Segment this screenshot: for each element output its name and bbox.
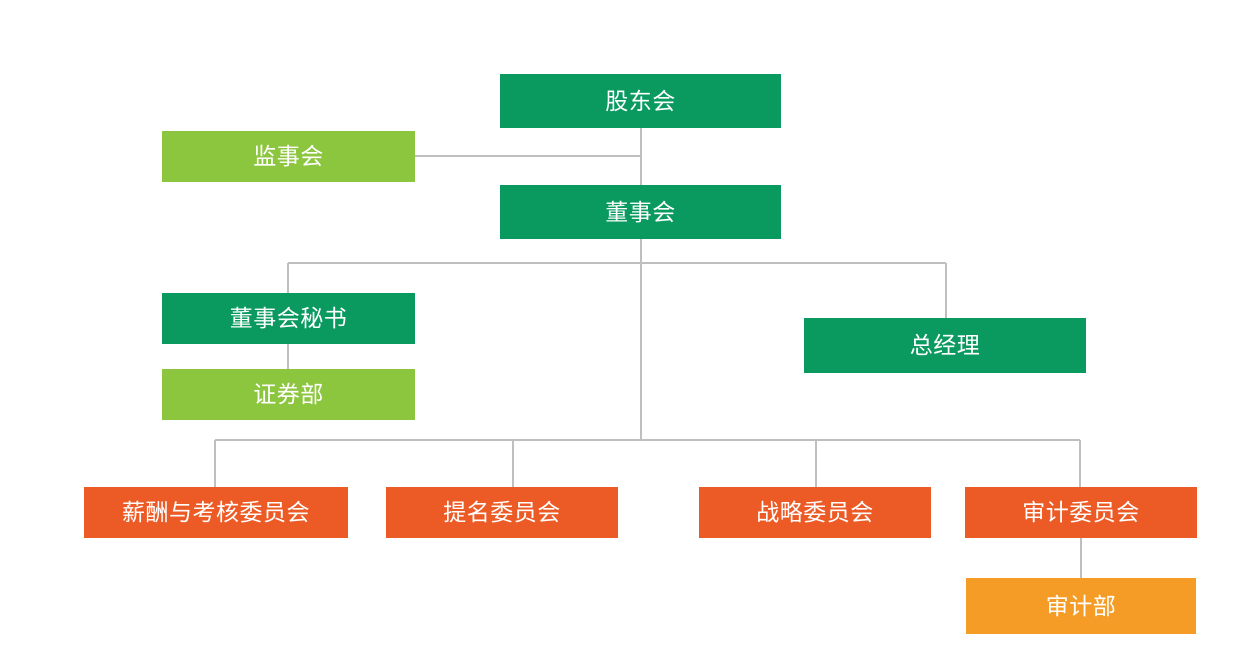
node-label-nomination-committee: 提名委员会	[443, 499, 561, 525]
node-label-shareholders-meeting: 股东会	[605, 87, 676, 114]
node-label-compensation-committee: 薪酬与考核委员会	[122, 499, 310, 525]
node-label-securities-department: 证券部	[253, 381, 324, 407]
node-securities-department[interactable]: 证券部	[162, 369, 415, 420]
node-label-board-secretary: 董事会秘书	[229, 305, 348, 331]
node-strategy-committee[interactable]: 战略委员会	[699, 487, 931, 538]
node-label-audit-committee: 审计委员会	[1022, 499, 1140, 525]
node-audit-department[interactable]: 审计部	[966, 578, 1196, 634]
node-board-of-directors[interactable]: 董事会	[500, 185, 781, 239]
node-compensation-committee[interactable]: 薪酬与考核委员会	[84, 487, 348, 538]
node-board-secretary[interactable]: 董事会秘书	[162, 293, 415, 344]
node-supervisory-board[interactable]: 监事会	[162, 131, 415, 182]
node-audit-committee[interactable]: 审计委员会	[965, 487, 1197, 538]
node-label-strategy-committee: 战略委员会	[756, 499, 874, 525]
node-general-manager[interactable]: 总经理	[804, 318, 1086, 373]
node-label-supervisory-board: 监事会	[253, 143, 324, 169]
node-nomination-committee[interactable]: 提名委员会	[386, 487, 618, 538]
node-label-audit-department: 审计部	[1045, 592, 1117, 619]
node-label-board-of-directors: 董事会	[605, 198, 676, 225]
node-label-general-manager: 总经理	[909, 332, 981, 358]
node-shareholders-meeting[interactable]: 股东会	[500, 74, 781, 128]
